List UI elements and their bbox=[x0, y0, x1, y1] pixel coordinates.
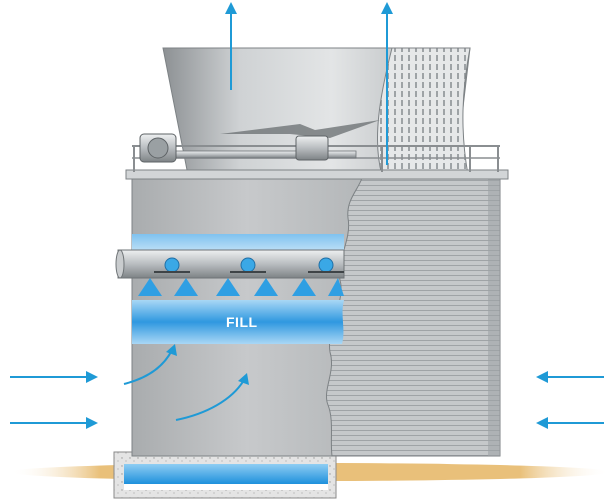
spray-cone bbox=[292, 278, 316, 296]
intake-air-arrow-icon bbox=[10, 417, 98, 429]
internal-airflow-arrow-icon bbox=[123, 344, 177, 385]
internal-airflow-arrow-icon bbox=[175, 373, 249, 421]
basin bbox=[113, 451, 337, 499]
fan-blades bbox=[220, 120, 380, 138]
fan-motor-icon bbox=[139, 133, 357, 163]
fan-stack-slotted-section bbox=[376, 47, 471, 176]
spray-nozzle-icon bbox=[308, 257, 344, 273]
spray-nozzle-icon bbox=[230, 257, 266, 273]
intake-air-arrow-icon bbox=[10, 371, 98, 383]
intake-air-arrow-icon bbox=[536, 371, 604, 383]
distribution-pipe bbox=[115, 249, 345, 279]
spray-cone bbox=[174, 278, 198, 296]
spray-cone bbox=[216, 278, 240, 296]
spray-nozzles bbox=[138, 257, 344, 296]
fill-label: FILL bbox=[226, 314, 258, 330]
exhaust-air-arrow-icon bbox=[225, 2, 237, 90]
spray-cone bbox=[254, 278, 278, 296]
spray-cone bbox=[138, 278, 162, 296]
basin-water bbox=[124, 464, 328, 484]
exhaust-air-arrow-icon bbox=[381, 2, 393, 165]
fill-media bbox=[132, 300, 344, 344]
intake-air-arrow-icon bbox=[536, 417, 604, 429]
spray-cone bbox=[328, 278, 344, 296]
louvered-side-panel bbox=[326, 177, 501, 457]
spray-nozzle-icon bbox=[154, 257, 190, 273]
